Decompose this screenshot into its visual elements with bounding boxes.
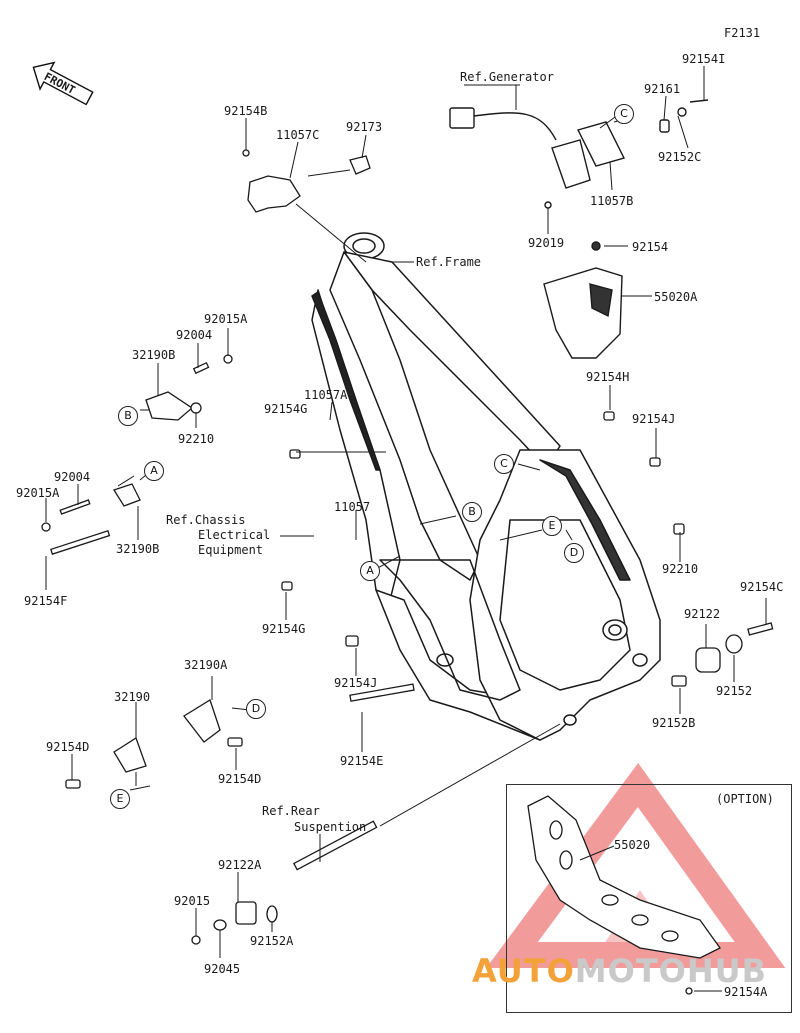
part-55020A: 55020A <box>654 290 698 304</box>
part-92122A: 92122A <box>218 858 262 872</box>
watermark-part2: MOTO <box>574 952 687 990</box>
part-92154D-right: 92154D <box>218 772 262 786</box>
part-92154G-bottom: 92154G <box>262 622 306 636</box>
ref-generator: Ref.Generator <box>460 70 554 84</box>
ref-chassis-line3: Equipment <box>198 543 264 557</box>
watermark-text: AUTOMOTOHUB <box>472 952 767 990</box>
part-92152B: 92152B <box>652 716 696 730</box>
watermark-part1: AUTO <box>472 952 575 990</box>
part-92210-right: 92210 <box>662 562 699 576</box>
callout-e-bracket: E <box>110 789 130 809</box>
skid-plate-55020 <box>527 795 721 995</box>
part-92152: 92152 <box>716 684 753 698</box>
part-92154J-bottom: 92154J <box>334 676 378 690</box>
option-box <box>506 784 792 1013</box>
part-32190B-top: 32190B <box>132 348 176 362</box>
part-92004-mid: 92004 <box>54 470 91 484</box>
part-92154J-right: 92154J <box>632 412 676 426</box>
small-brackets <box>41 354 243 789</box>
part-92154I: 92154I <box>682 52 726 66</box>
part-92122: 92122 <box>684 607 721 621</box>
part-92004-top: 92004 <box>176 328 213 342</box>
part-92152C: 92152C <box>658 150 702 164</box>
part-55020: 55020 <box>614 838 651 852</box>
ref-rear-line1: Ref.Rear <box>262 804 320 818</box>
part-92015A-mid: 92015A <box>16 486 60 500</box>
callout-b-frame: B <box>462 502 482 522</box>
part-92045: 92045 <box>204 962 241 976</box>
pivot-bolts <box>191 411 774 945</box>
cover-55020a <box>543 241 623 359</box>
part-92154C: 92154C <box>740 580 784 594</box>
option-label: (OPTION) <box>716 792 774 806</box>
part-92019: 92019 <box>528 236 565 250</box>
callout-d-frame: D <box>564 543 584 563</box>
part-92210-left: 92210 <box>178 432 215 446</box>
callout-e-frame: E <box>542 516 562 536</box>
ref-chassis-line1: Ref.Chassis <box>166 513 246 527</box>
callout-a-bracket: A <box>144 461 164 481</box>
callout-c-frame: C <box>494 454 514 474</box>
part-92015A-top: 92015A <box>204 312 248 326</box>
part-11057A: 11057A <box>304 388 348 402</box>
part-92154B: 92154B <box>224 104 268 118</box>
part-92154F: 92154F <box>24 594 68 608</box>
part-92161: 92161 <box>644 82 681 96</box>
leader-lines <box>45 66 767 992</box>
front-arrow-icon <box>32 61 94 106</box>
part-92154A: 92154A <box>724 985 768 999</box>
part-92154G-top: 92154G <box>264 402 308 416</box>
part-92154: 92154 <box>632 240 669 254</box>
ref-frame: Ref.Frame <box>416 255 482 269</box>
part-11057: 11057 <box>334 500 371 514</box>
ref-rear-line2: Suspention <box>294 820 367 834</box>
ref-chassis-line2: Electrical <box>198 528 271 542</box>
callout-a-frame: A <box>360 561 380 581</box>
part-92173: 92173 <box>346 120 383 134</box>
part-32190B-mid: 32190B <box>116 542 160 556</box>
part-92152A: 92152A <box>250 934 294 948</box>
part-92015: 92015 <box>174 894 211 908</box>
part-92154E: 92154E <box>340 754 384 768</box>
frame-drawing <box>311 232 661 741</box>
bracket-11057c <box>242 149 371 213</box>
part-92154H: 92154H <box>586 370 630 384</box>
callout-b-bracket: B <box>118 406 138 426</box>
watermark-part3: HUB <box>686 952 768 990</box>
part-32190A: 32190A <box>184 658 228 672</box>
part-11057C: 11057C <box>276 128 320 142</box>
part-11057B: 11057B <box>590 194 634 208</box>
callout-d-bracket: D <box>246 699 266 719</box>
part-92154D-left: 92154D <box>46 740 90 754</box>
diagram-code: F2131 <box>724 26 761 40</box>
callout-c-generator: C <box>614 104 634 124</box>
part-32190: 32190 <box>114 690 151 704</box>
